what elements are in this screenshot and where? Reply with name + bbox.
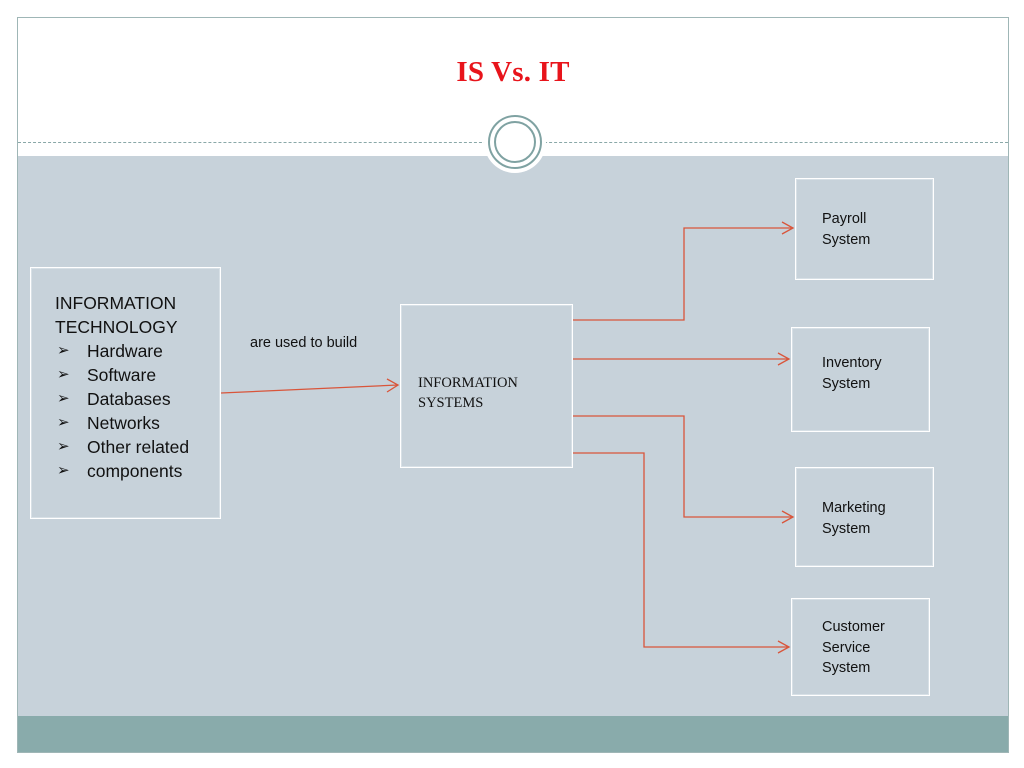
system-label-line: Inventory: [822, 355, 882, 371]
is-to-inventory-arrowhead: [777, 352, 791, 366]
is-box-text: INFORMATION SYSTEMS: [418, 373, 558, 413]
it-to-is-arrow: [220, 384, 399, 394]
it-box: [30, 267, 221, 519]
list-item: ➢ Hardware: [55, 339, 189, 363]
arrow-bullet-icon: ➢: [57, 462, 70, 479]
is-box: [400, 304, 573, 468]
is-to-marketing-arrowhead: [781, 510, 795, 524]
arrow-bullet-icon: ➢: [57, 414, 70, 431]
it-heading-line1: INFORMATION: [55, 293, 177, 313]
is-to-customer-service-arrowhead: [777, 640, 791, 654]
is-to-customer-service-arrow: [573, 452, 789, 648]
arrow-bullet-icon: ➢: [57, 390, 70, 407]
list-item: ➢ Other related: [55, 435, 189, 459]
arrow-bullet-icon: ➢: [57, 366, 70, 383]
it-to-is-arrowhead: [386, 378, 400, 393]
list-item-label: Networks: [87, 413, 160, 433]
is-to-marketing-arrow: [573, 415, 793, 518]
marketing-system-box: [795, 467, 934, 567]
payroll-system-box: [795, 178, 934, 280]
list-item-label: components: [87, 461, 183, 481]
is-to-payroll-arrowhead: [781, 221, 795, 235]
list-item-label: Hardware: [87, 341, 163, 361]
list-item: ➢ components: [55, 459, 189, 483]
connector-arrows: [220, 221, 795, 654]
list-item-label: Other related: [87, 437, 190, 457]
customer-service-system-box: [791, 598, 930, 696]
system-label-line: System: [822, 231, 871, 248]
is-line1: INFORMATION: [418, 375, 518, 391]
system-label-line: Service: [822, 639, 871, 656]
list-item-label: Software: [87, 365, 157, 385]
it-heading-line2: TECHNOLOGY: [55, 317, 178, 337]
inventory-system-label: Inventory System: [822, 353, 922, 394]
system-label-line: Marketing: [822, 500, 886, 516]
ornament-ring-inner: [494, 121, 536, 163]
it-box-text: INFORMATION TECHNOLOGY ➢ Hardware ➢ Softwa…: [55, 291, 189, 483]
arrow-bullet-icon: ➢: [57, 438, 70, 455]
system-label-line: System: [822, 520, 871, 537]
is-to-payroll-arrow: [573, 227, 793, 321]
slide-title: IS Vs. IT: [456, 56, 570, 88]
slide: IS Vs. IT INFORMATION TECHNOLOGY ➢ Hardwa…: [17, 17, 1009, 753]
list-item: ➢ Software: [55, 363, 189, 387]
marketing-system-label: Marketing System: [822, 498, 922, 539]
inventory-system-box: [791, 327, 930, 432]
arrow-bullet-icon: ➢: [57, 342, 70, 359]
system-label-line: System: [822, 660, 871, 676]
it-component-list: ➢ Hardware ➢ Software ➢ Databases ➢ Networks…: [55, 339, 189, 483]
list-item-label: Databases: [87, 389, 171, 409]
list-item: ➢ Networks: [55, 411, 189, 435]
payroll-system-label: Payroll System: [822, 209, 922, 250]
relation-label: are used to build: [250, 335, 358, 351]
list-item: ➢ Databases: [55, 387, 189, 411]
customer-service-system-label: Customer Service System: [822, 617, 922, 679]
is-line2: SYSTEMS: [418, 395, 484, 411]
system-label-line: System: [822, 375, 871, 392]
footer-bar: [18, 716, 1008, 752]
system-label-line: Customer: [822, 619, 885, 635]
system-label-line: Payroll: [822, 211, 867, 227]
